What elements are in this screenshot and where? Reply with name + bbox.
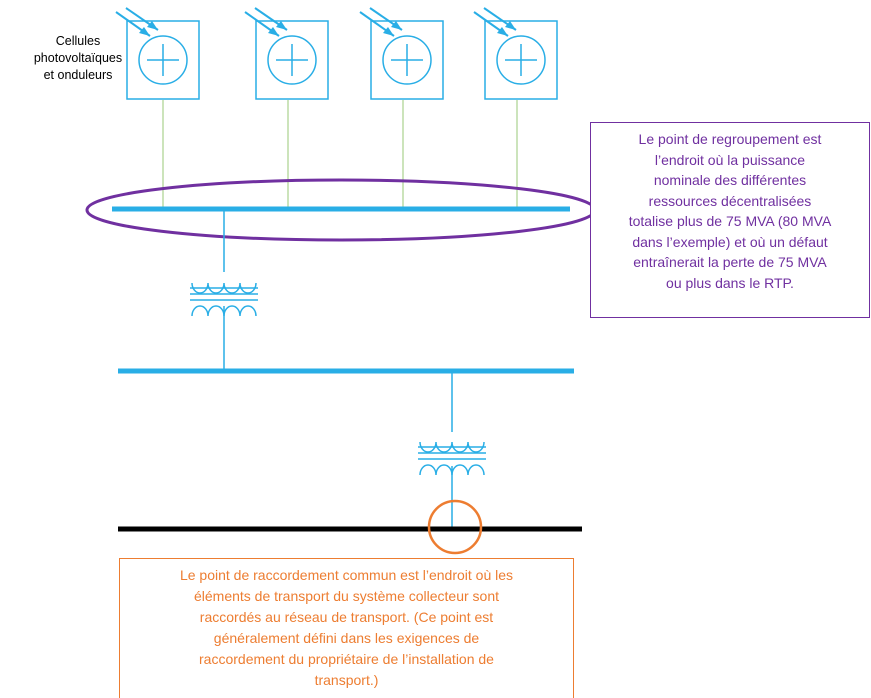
pv-label-line: photovoltaïques [33, 51, 123, 65]
note-line: Le point de raccordement commun est l’en… [179, 567, 514, 583]
note-line: raccordement du propriétaire de l’instal… [199, 651, 494, 667]
note-line: généralement défini dans les exigences d… [213, 630, 480, 646]
pv-label: Cellules photovoltaïques et onduleurs [28, 33, 128, 84]
note-line: entraînerait la perte de 75 MVA [633, 254, 827, 270]
pv-unit-3 [359, 7, 444, 100]
note-line: ressources décentralisées [648, 192, 812, 209]
feeder-lines [162, 100, 518, 209]
pv-unit-1 [115, 7, 200, 100]
note-line: Le point de regroupement est [638, 131, 822, 147]
pcc-circle [427, 499, 483, 555]
note-line: éléments de transport du système collect… [193, 588, 500, 604]
note-line: dans l’exemple) et où un défaut [632, 233, 828, 250]
note-line: raccordés au réseau de transport. (Ce po… [199, 609, 494, 625]
note-line: transport.) [314, 672, 379, 688]
note-line: l’endroit où la puissance [654, 151, 806, 168]
note-line: ou plus dans le RTP. [666, 274, 794, 291]
pv-label-line: et onduleurs [43, 68, 113, 82]
note-line: totalise plus de 75 MVA (80 MVA [628, 213, 832, 229]
transformer-icon [190, 282, 258, 317]
solar-panel-inverter-icon [115, 7, 200, 100]
pv-label-line: Cellules [55, 34, 101, 48]
pcc-note: Le point de raccordement commun est l’en… [119, 558, 574, 698]
note-line: nominale des différentes [653, 172, 807, 188]
solar-panel-inverter-icon [359, 7, 444, 100]
pv-unit-4 [473, 7, 558, 100]
transformer-icon [418, 441, 486, 476]
grouping-point-note: Le point de regroupement est l’endroit o… [590, 122, 870, 318]
pv-unit-2 [244, 7, 329, 100]
solar-panel-inverter-icon [473, 7, 558, 100]
solar-panel-inverter-icon [244, 7, 329, 100]
